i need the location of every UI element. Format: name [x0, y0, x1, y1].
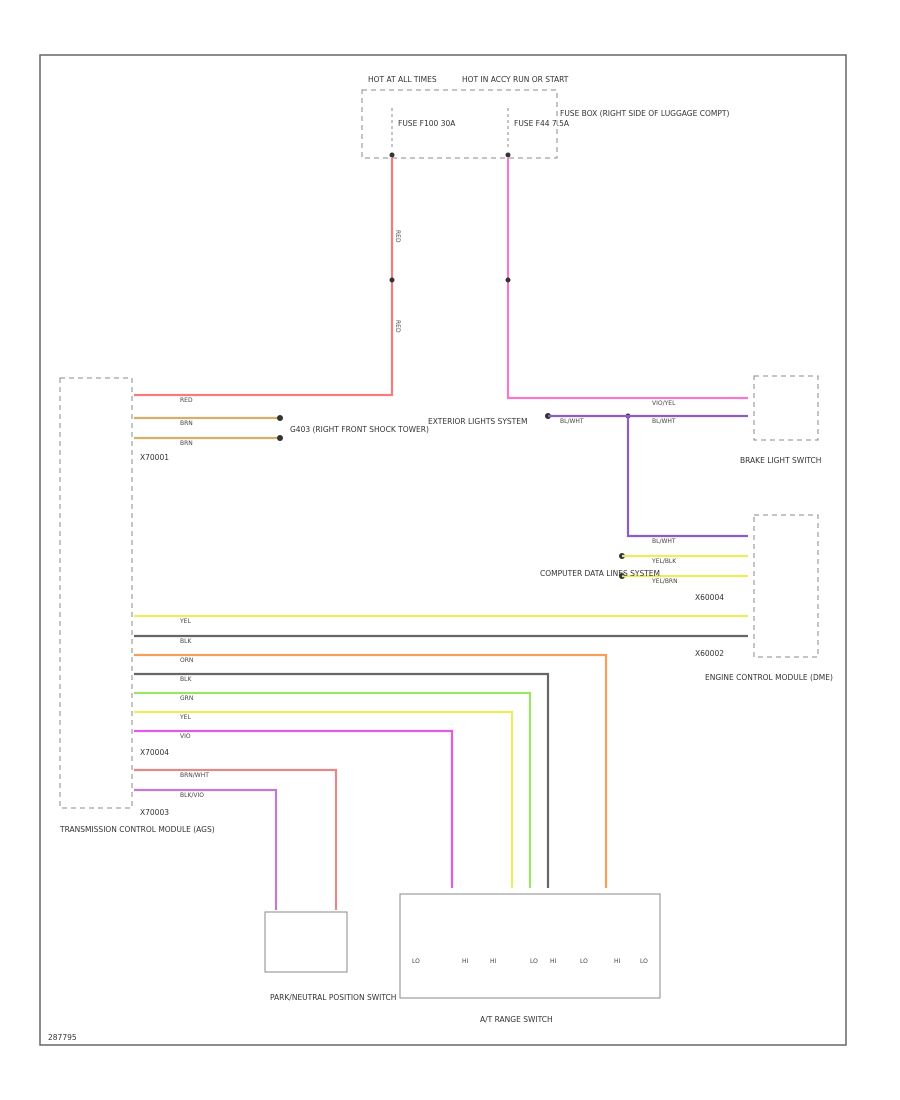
purple-wire-to-ecm	[626, 416, 748, 538]
switch-hi-2: HI	[490, 958, 497, 965]
fuse-2-label: FUSE F44 7.5A	[514, 119, 570, 128]
diagram-frame	[39, 54, 847, 1046]
pink-wire-label: VIO/YEL	[652, 400, 676, 407]
fuse-1-splice	[389, 152, 395, 158]
grn-wire-label: GRN	[180, 695, 193, 702]
orn-wire-label: ORN	[180, 657, 193, 664]
diagram-id: 287795	[48, 1033, 77, 1042]
pink-wire	[506, 158, 748, 400]
hot-at-all-times-label: HOT AT ALL TIMES	[368, 75, 437, 84]
purple-wire-label-2: BL/WHT	[652, 418, 676, 425]
switch-lo-2: LO	[530, 958, 538, 965]
ext-lights-label: EXTERIOR LIGHTS SYSTEM	[428, 417, 527, 426]
conn-x70001: X70001	[140, 453, 169, 462]
vio-wire-label: VIO	[180, 733, 191, 740]
red-wire	[134, 158, 394, 397]
fuse-box-label: FUSE BOX (RIGHT SIDE OF LUGGAGE COMPT)	[560, 109, 729, 118]
switch-lo-3: LO	[580, 958, 588, 965]
vio-wire	[134, 729, 454, 888]
conn-x60002: X60002	[695, 649, 724, 658]
blk-wire-range	[134, 672, 550, 888]
purple-wire-label-1: BL/WHT	[560, 418, 584, 425]
computer-data-label: COMPUTER DATA LINES SYSTEM	[540, 569, 660, 578]
switch-lo-1: LO	[412, 958, 420, 965]
conn-x70003: X70003	[140, 808, 169, 817]
ecm-outline	[753, 514, 819, 658]
pn-switch-outline	[264, 911, 348, 973]
can-wire-label-2: YEL/BRN	[651, 578, 678, 585]
fuse-1-label: FUSE F100 30A	[398, 119, 456, 128]
fuse-box-outline	[361, 89, 558, 159]
blk-wire-range-label: BLK	[180, 676, 192, 683]
ground-label: G403 (RIGHT FRONT SHOCK TOWER)	[290, 425, 429, 434]
ground-2	[277, 435, 283, 441]
at-range-label: A/T RANGE SWITCH	[480, 1015, 553, 1024]
yel-wire-range	[134, 710, 514, 888]
brn-wht-wire-label: BRN/WHT	[180, 772, 209, 779]
red-wire-label-2: RED	[394, 320, 401, 333]
yel-wire-ecm-label: YEL	[179, 618, 191, 625]
can-wire-label-1: YEL/BLK	[651, 558, 677, 565]
tcm-outline	[59, 377, 133, 809]
switch-hi-1: HI	[462, 958, 469, 965]
ecm-label: ENGINE CONTROL MODULE (DME)	[705, 673, 833, 682]
switch-lo-4: LO	[640, 958, 648, 965]
fuse-2-splice	[505, 152, 511, 158]
ground-1	[277, 415, 283, 421]
blk-vio-wire	[134, 788, 278, 910]
pink-wire-splice	[505, 277, 511, 283]
switch-hi-3: HI	[550, 958, 557, 965]
blk-wire-ecm-label: BLK	[180, 638, 192, 645]
brn-wire-label-1: BRN	[180, 420, 193, 427]
tcm-label: TRANSMISSION CONTROL MODULE (AGS)	[59, 825, 215, 834]
yel-wire-range-label: YEL	[179, 714, 191, 721]
at-range-outline	[399, 893, 661, 999]
brake-switch-label: BRAKE LIGHT SWITCH	[740, 456, 821, 465]
red-wire-label-3: RED	[180, 397, 193, 404]
switch-hi-4: HI	[614, 958, 621, 965]
pn-switch-label: PARK/NEUTRAL POSITION SWITCH	[270, 993, 396, 1002]
conn-x70004: X70004	[140, 748, 169, 757]
red-wire-label-1: RED	[394, 230, 401, 243]
conn-x60004: X60004	[695, 593, 724, 602]
brake-switch-outline	[753, 375, 819, 441]
blk-vio-wire-label: BLK/VIO	[180, 792, 204, 799]
red-wire-splice	[389, 277, 395, 283]
orn-wire	[134, 653, 608, 888]
hot-in-accy-label: HOT IN ACCY RUN OR START	[462, 75, 569, 84]
brn-wht-wire	[134, 768, 338, 910]
purple-wire-label-3: BL/WHT	[652, 538, 676, 545]
brn-wire-label-2: BRN	[180, 440, 193, 447]
grn-wire	[134, 691, 532, 888]
